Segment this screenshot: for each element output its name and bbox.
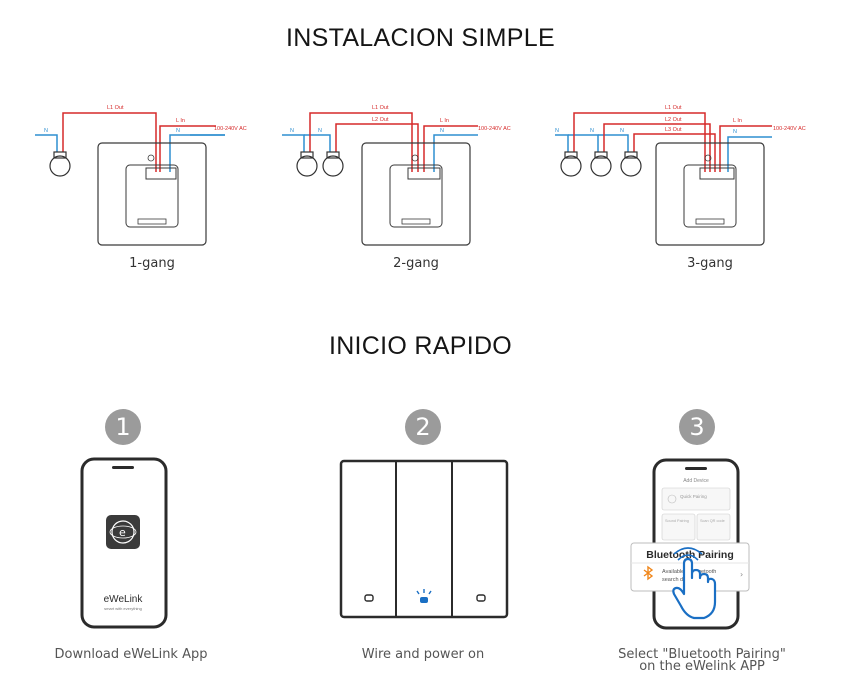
step-3-phone-illustration: Add Device Quick Pairing Sound Pairing S…: [630, 458, 750, 630]
bulb-icon: [560, 151, 582, 177]
step-number-1: 1: [105, 409, 141, 445]
label-l2-out: L2 Out: [665, 117, 682, 123]
gang-caption-2: 2-gang: [393, 256, 439, 271]
ewelink-logo-icon: e: [106, 515, 140, 549]
app-tagline: smart with everything: [104, 606, 142, 611]
bluetooth-icon: [643, 565, 654, 581]
step-caption-3-line-1: Select "Bluetooth Pairing": [618, 647, 786, 662]
label-l1-out: L1 Out: [107, 105, 124, 111]
label-supply: 100-240V AC: [214, 126, 247, 132]
gang-caption-3: 3-gang: [687, 256, 733, 271]
phone-card-scan-qr: Scan QR code: [700, 519, 725, 523]
switch-plate: [655, 142, 765, 246]
label-n-bulb: N: [620, 128, 624, 134]
bulb-icon: [49, 151, 71, 177]
label-l1-out: L1 Out: [665, 105, 682, 111]
label-l2-out: L2 Out: [372, 117, 389, 123]
step-1-phone-illustration: e eWeLink smart with everything: [80, 457, 168, 629]
label-n-bulb: N: [555, 128, 559, 134]
app-name: eWeLink: [104, 594, 144, 605]
label-l3-out: L3 Out: [665, 127, 682, 133]
phone-header: Add Device: [683, 478, 709, 484]
label-l-in: L In: [176, 118, 185, 124]
bulb-icon: [620, 151, 642, 177]
power-indicator-icon: [416, 589, 432, 603]
label-n: N: [733, 129, 737, 135]
bulb-icon: [322, 151, 344, 177]
label-l-in: L In: [440, 118, 449, 124]
label-n-bulb: N: [44, 128, 48, 134]
switch-plate: [97, 142, 207, 246]
step-caption-1: Download eWeLink App: [54, 647, 208, 662]
phone-card-quick-pairing: Quick Pairing: [680, 494, 707, 499]
label-supply: 100-240V AC: [773, 126, 806, 132]
wiring-diagram-1-gang: L1 Out L In N N 100-240V AC: [35, 105, 247, 246]
hand-pointer-icon: [672, 547, 717, 620]
label-n: N: [176, 128, 180, 134]
step-number-3: 3: [679, 409, 715, 445]
svg-text:e: e: [119, 526, 126, 539]
bulb-icon: [590, 151, 612, 177]
label-n: N: [440, 128, 444, 134]
label-l-in: L In: [733, 118, 742, 124]
wiring-diagram-3-gang: L1 Out L2 Out L3 Out L In N N N N 100-24…: [555, 105, 806, 246]
switch-plate: [361, 142, 471, 246]
bulb-icon: [296, 151, 318, 177]
gang-caption-1: 1-gang: [129, 256, 175, 271]
step-number-2: 2: [405, 409, 441, 445]
chevron-right-icon: ›: [740, 570, 743, 579]
popup-line-2: search device: [662, 577, 696, 583]
label-supply: 100-240V AC: [478, 126, 511, 132]
phone-card-sound-pairing: Sound Pairing: [665, 519, 689, 523]
step-caption-2: Wire and power on: [361, 647, 485, 662]
step-2-switch-illustration: [339, 459, 509, 619]
step-caption-3: Select "Bluetooth Pairing" on the eWelin…: [582, 647, 822, 674]
label-n-bulb: N: [318, 128, 322, 134]
installation-heading: INSTALACION SIMPLE: [286, 24, 555, 52]
label-l1-out: L1 Out: [372, 105, 389, 111]
quickstart-heading: INICIO RAPIDO: [328, 332, 513, 360]
step-caption-3-line-2: on the eWelink APP: [639, 659, 765, 674]
wiring-diagram-2-gang: L1 Out L2 Out L In N N N 100-240V AC: [282, 105, 511, 246]
wiring-diagrams: L1 Out L In N N 100-240V AC L1 Out L2 Ou…: [35, 105, 806, 246]
label-n-bulb: N: [590, 128, 594, 134]
label-n-bulb: N: [290, 128, 294, 134]
